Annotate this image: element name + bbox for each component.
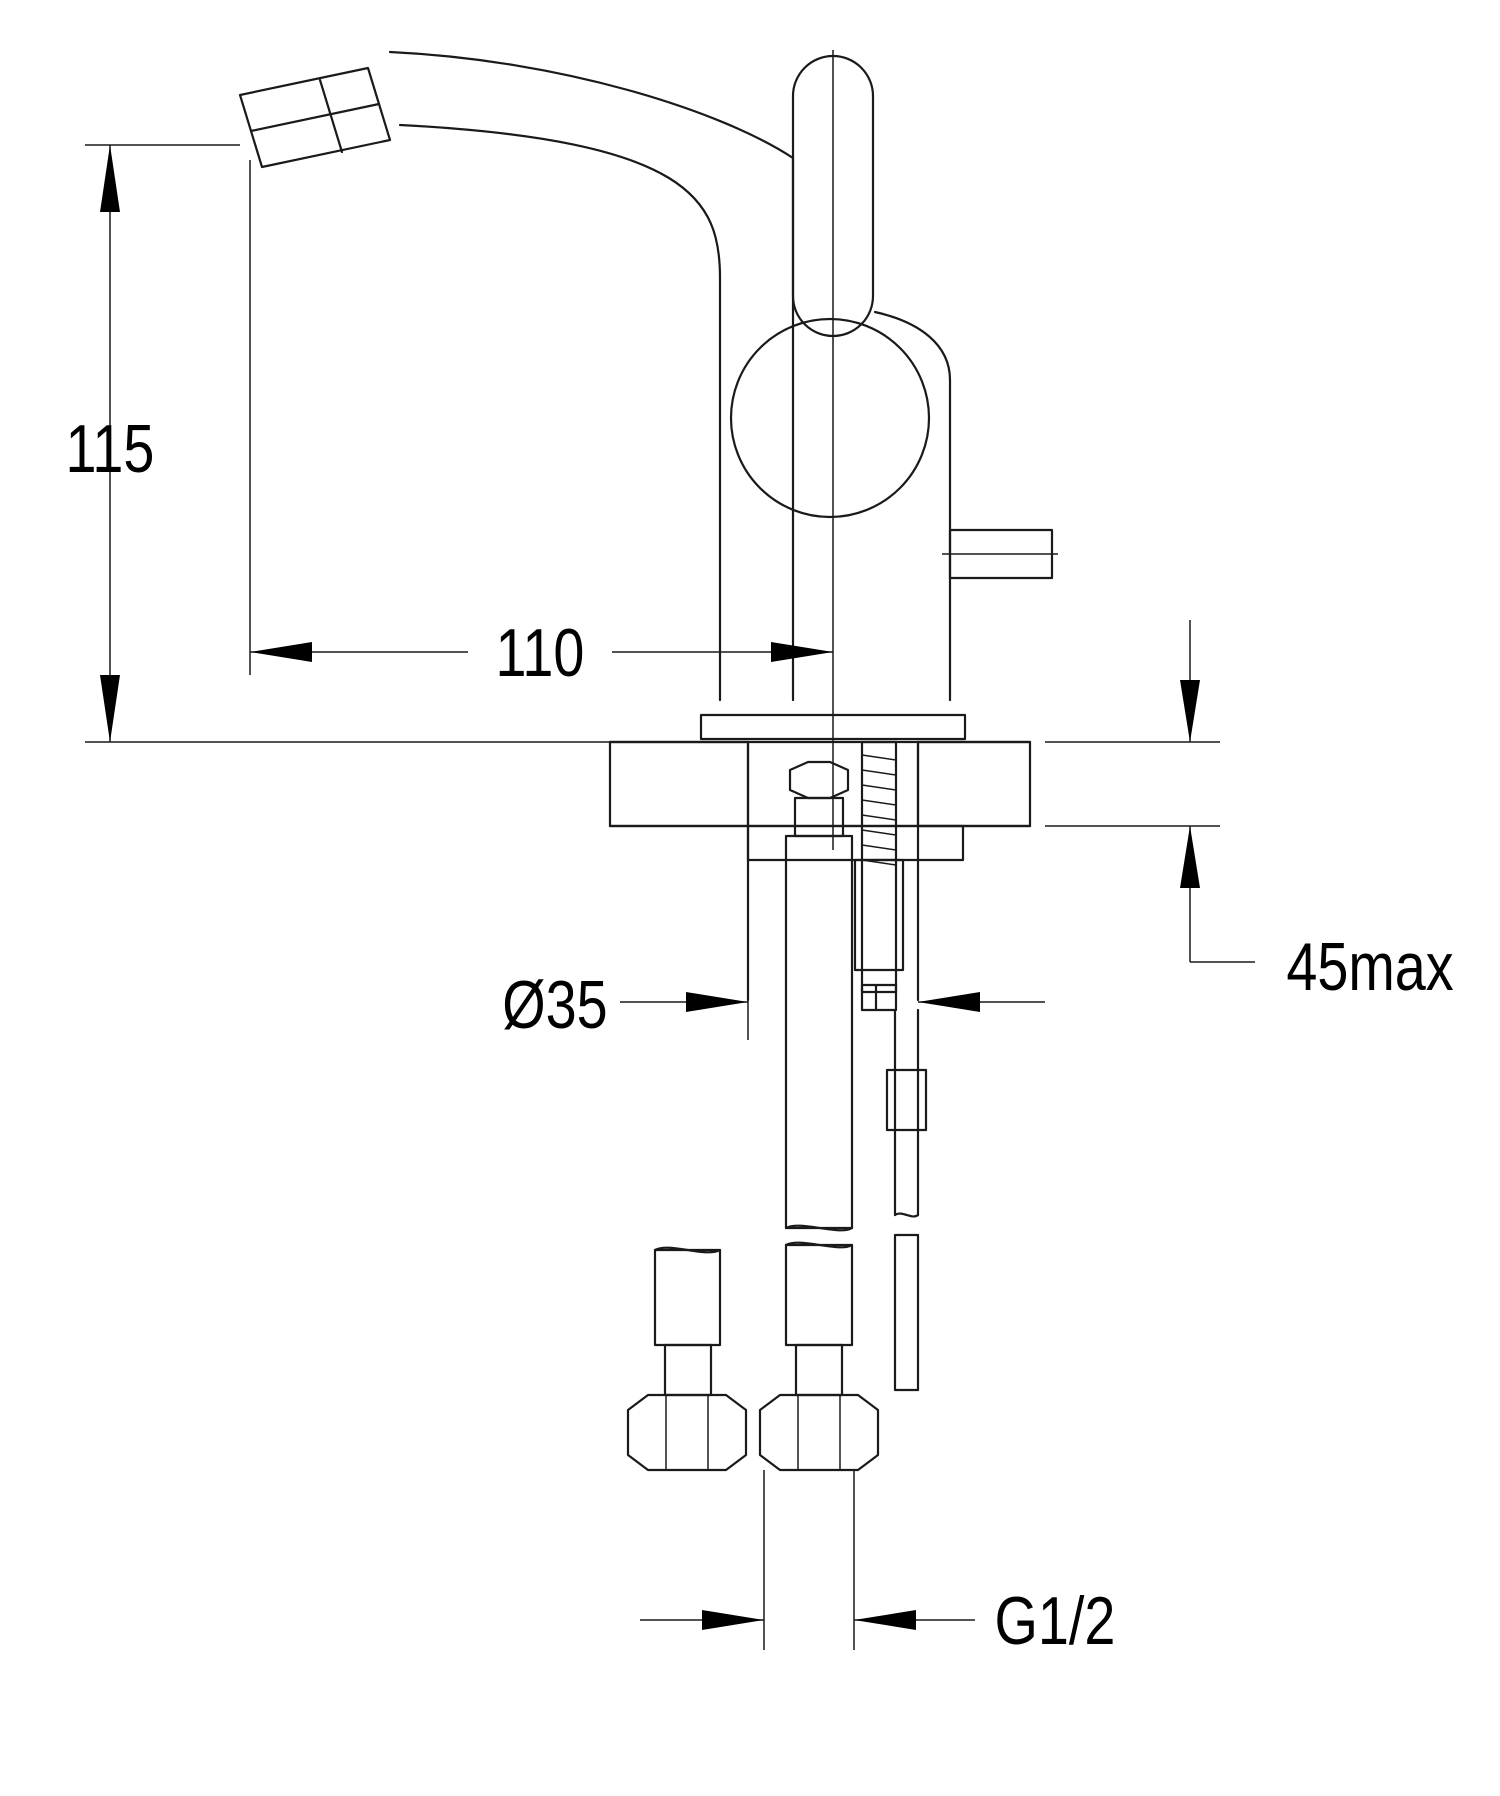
hose-top-nut [788, 760, 850, 800]
hose-braid-upper [784, 834, 854, 1230]
dimension-hole-diameter: Ø35 [502, 860, 1045, 1043]
flexible-hose-secondary [626, 1246, 748, 1472]
rod-thread [861, 754, 897, 866]
fixing-assembly [746, 740, 965, 1012]
dimension-height: 115 [66, 144, 610, 743]
threaded-rod [860, 740, 898, 994]
dimension-reach: 110 [249, 160, 833, 691]
dimension-deck-thickness: 45max [1180, 620, 1454, 1005]
pop-up-rod [885, 1008, 928, 1392]
hose-connector-nut-secondary [626, 1393, 748, 1472]
body-right-contour [873, 310, 952, 702]
deck-right-hatch [916, 740, 1032, 828]
fixing-nut [853, 858, 905, 972]
dimension-height-label: 115 [66, 412, 155, 487]
dimension-connection-thread: G1/2 [640, 1470, 1115, 1659]
hose-braid-lower [784, 1243, 854, 1347]
rod-clamp [885, 1068, 928, 1132]
deck-left-hatch [608, 740, 750, 828]
rod-end [860, 983, 898, 1012]
hose-braid-secondary [653, 1248, 722, 1347]
cartridge-cap [729, 317, 931, 519]
dimension-connection-thread-label: G1/2 [995, 1584, 1116, 1659]
deck-section [608, 740, 1220, 828]
dimension-deck-thickness-label: 45max [1286, 930, 1453, 1005]
dimension-reach-label: 110 [496, 616, 585, 691]
pop-up-rod-lower [893, 1233, 920, 1392]
mixer-body [238, 50, 1058, 850]
spout-nozzle [238, 66, 392, 169]
fixing-washer [746, 824, 965, 862]
flexible-hose-main [758, 760, 880, 1472]
dimension-hole-diameter-label: Ø35 [502, 968, 607, 1043]
spout-outline [388, 50, 795, 702]
hose-connector-nut [758, 1393, 880, 1472]
